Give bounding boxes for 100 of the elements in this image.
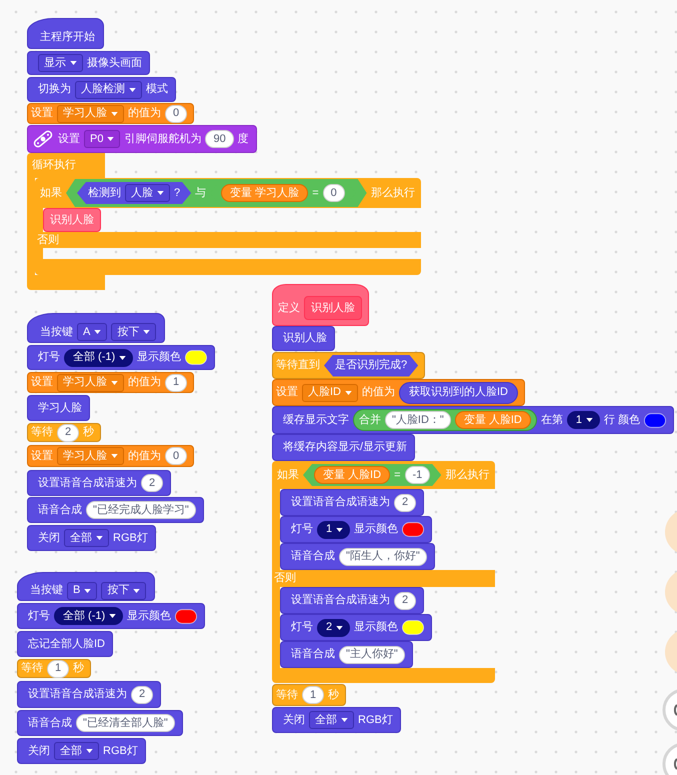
block-label: 那么执行: [370, 188, 415, 198]
command-block: [280, 641, 413, 668]
define-block: [272, 284, 369, 326]
dropdown: 全部: [54, 742, 99, 760]
block-label: RGB灯: [113, 532, 148, 544]
block-label: 的值为: [128, 450, 161, 462]
command-block: [280, 489, 424, 516]
dropdown: P0: [84, 130, 120, 148]
command-block: [27, 51, 150, 75]
block-label: 的值为: [362, 387, 395, 398]
block-label: 设置语音合成语速为: [38, 478, 137, 488]
dropdown: 全部: [309, 711, 354, 729]
dropdown: 按下: [111, 323, 156, 341]
dropdown: A: [77, 323, 108, 341]
condition-block: 是否识别完成?: [324, 354, 418, 376]
block-label: 当按键: [30, 585, 63, 596]
if-else-block: [272, 461, 496, 683]
event-hat-block: 主程序开始: [27, 18, 104, 49]
text-field: "已经清全部人脸": [76, 714, 175, 732]
command-block: [17, 710, 183, 736]
command-block: 识别人脸: [272, 326, 335, 351]
block-label: 设置: [276, 387, 298, 398]
command-block: [27, 470, 172, 496]
wait-block: [17, 659, 92, 678]
reporter-block: 获取识别到的人脸ID: [399, 382, 518, 404]
command-block: [17, 681, 162, 708]
command-block: [27, 497, 204, 523]
block-label: 显示颜色: [127, 610, 172, 622]
block-label: =: [312, 188, 319, 198]
variable-block: [27, 103, 194, 124]
dropdown: 显示: [38, 54, 83, 72]
dropdown: 人脸: [125, 184, 170, 202]
block-label: 等待: [276, 690, 298, 700]
block-label: 语音合成: [28, 718, 72, 728]
command-block: [272, 406, 674, 434]
variable-reporter: 变量 人脸ID: [454, 411, 531, 429]
block-label: 等待: [21, 663, 43, 674]
block-label: 灯号: [291, 524, 313, 535]
dropdown: B: [67, 582, 98, 600]
block-label: 语音合成: [291, 649, 335, 660]
block-label: 设置: [31, 377, 53, 388]
command-block: 忘记全部人脸ID: [17, 631, 113, 657]
dropdown: 2: [317, 618, 350, 636]
block-label: 检测到: [88, 188, 121, 198]
dropdown: 全部 (-1): [54, 607, 124, 625]
variable-block: [27, 372, 194, 393]
block-label: 合并: [359, 414, 381, 426]
variable-block: [272, 379, 525, 406]
block-label: 语音合成: [38, 504, 82, 516]
block-label: 否则: [37, 234, 59, 246]
number-field: 1: [302, 686, 324, 704]
command-block: [280, 587, 424, 614]
dropdown: 学习人脸: [57, 447, 124, 465]
number-field: 90: [205, 130, 234, 148]
block-label: 设置语音合成语速为: [28, 689, 127, 700]
variable-reporter: 变量 学习人脸: [221, 184, 308, 202]
servo-block: [27, 125, 257, 153]
number-field: 0: [165, 104, 188, 122]
block-label: 秒: [83, 427, 94, 438]
block-label: 的值为: [128, 377, 161, 388]
block-label: 灯号: [38, 352, 60, 363]
number-field: 2: [394, 494, 416, 512]
text-field: "主人你好": [339, 646, 405, 664]
number-field: -1: [404, 466, 430, 484]
block-label: 的值为: [128, 108, 161, 119]
dropdown: 学习人脸: [57, 104, 124, 122]
procedure-name-field: 识别人脸: [304, 296, 362, 320]
block-label: 设置语音合成语速为: [291, 595, 390, 606]
block-label: 显示颜色: [354, 622, 398, 633]
block-label: 显示颜色: [354, 524, 398, 535]
text-field: "人脸ID：": [385, 411, 451, 429]
dropdown: 全部 (-1): [64, 348, 134, 366]
dropdown: 全部: [64, 529, 109, 547]
dropdown: 人脸ID: [302, 384, 358, 402]
text-field: "陌生人，你好": [339, 548, 427, 566]
procedure-call-block: 识别人脸: [43, 208, 101, 232]
block-label: 秒: [328, 690, 340, 700]
block-label: 关闭: [38, 532, 60, 544]
number-field: 0: [322, 184, 345, 202]
command-block: 学习人脸: [27, 395, 90, 421]
block-label: 灯号: [291, 622, 313, 633]
block-label: 设置: [31, 450, 53, 462]
block-label: 在第: [540, 414, 563, 426]
block-label: 循环执行: [32, 160, 76, 171]
command-block: [17, 738, 146, 764]
block-label: 秒: [73, 663, 84, 674]
if-else-block: [35, 178, 421, 275]
block-label: 关闭: [283, 714, 305, 726]
variable-block: [27, 445, 194, 467]
block-label: 当按键: [40, 326, 73, 338]
command-block: [280, 516, 432, 543]
command-block: [280, 543, 435, 570]
block-label: 切换为: [38, 84, 71, 95]
dropdown: 1: [317, 520, 350, 538]
text-field: "已经完成人脸学习": [86, 501, 196, 519]
block-label: =: [394, 470, 400, 480]
number-field: 2: [394, 592, 416, 610]
wait-block: [27, 423, 102, 442]
wait-block: [272, 684, 346, 706]
dropdown: 按下: [101, 582, 146, 600]
